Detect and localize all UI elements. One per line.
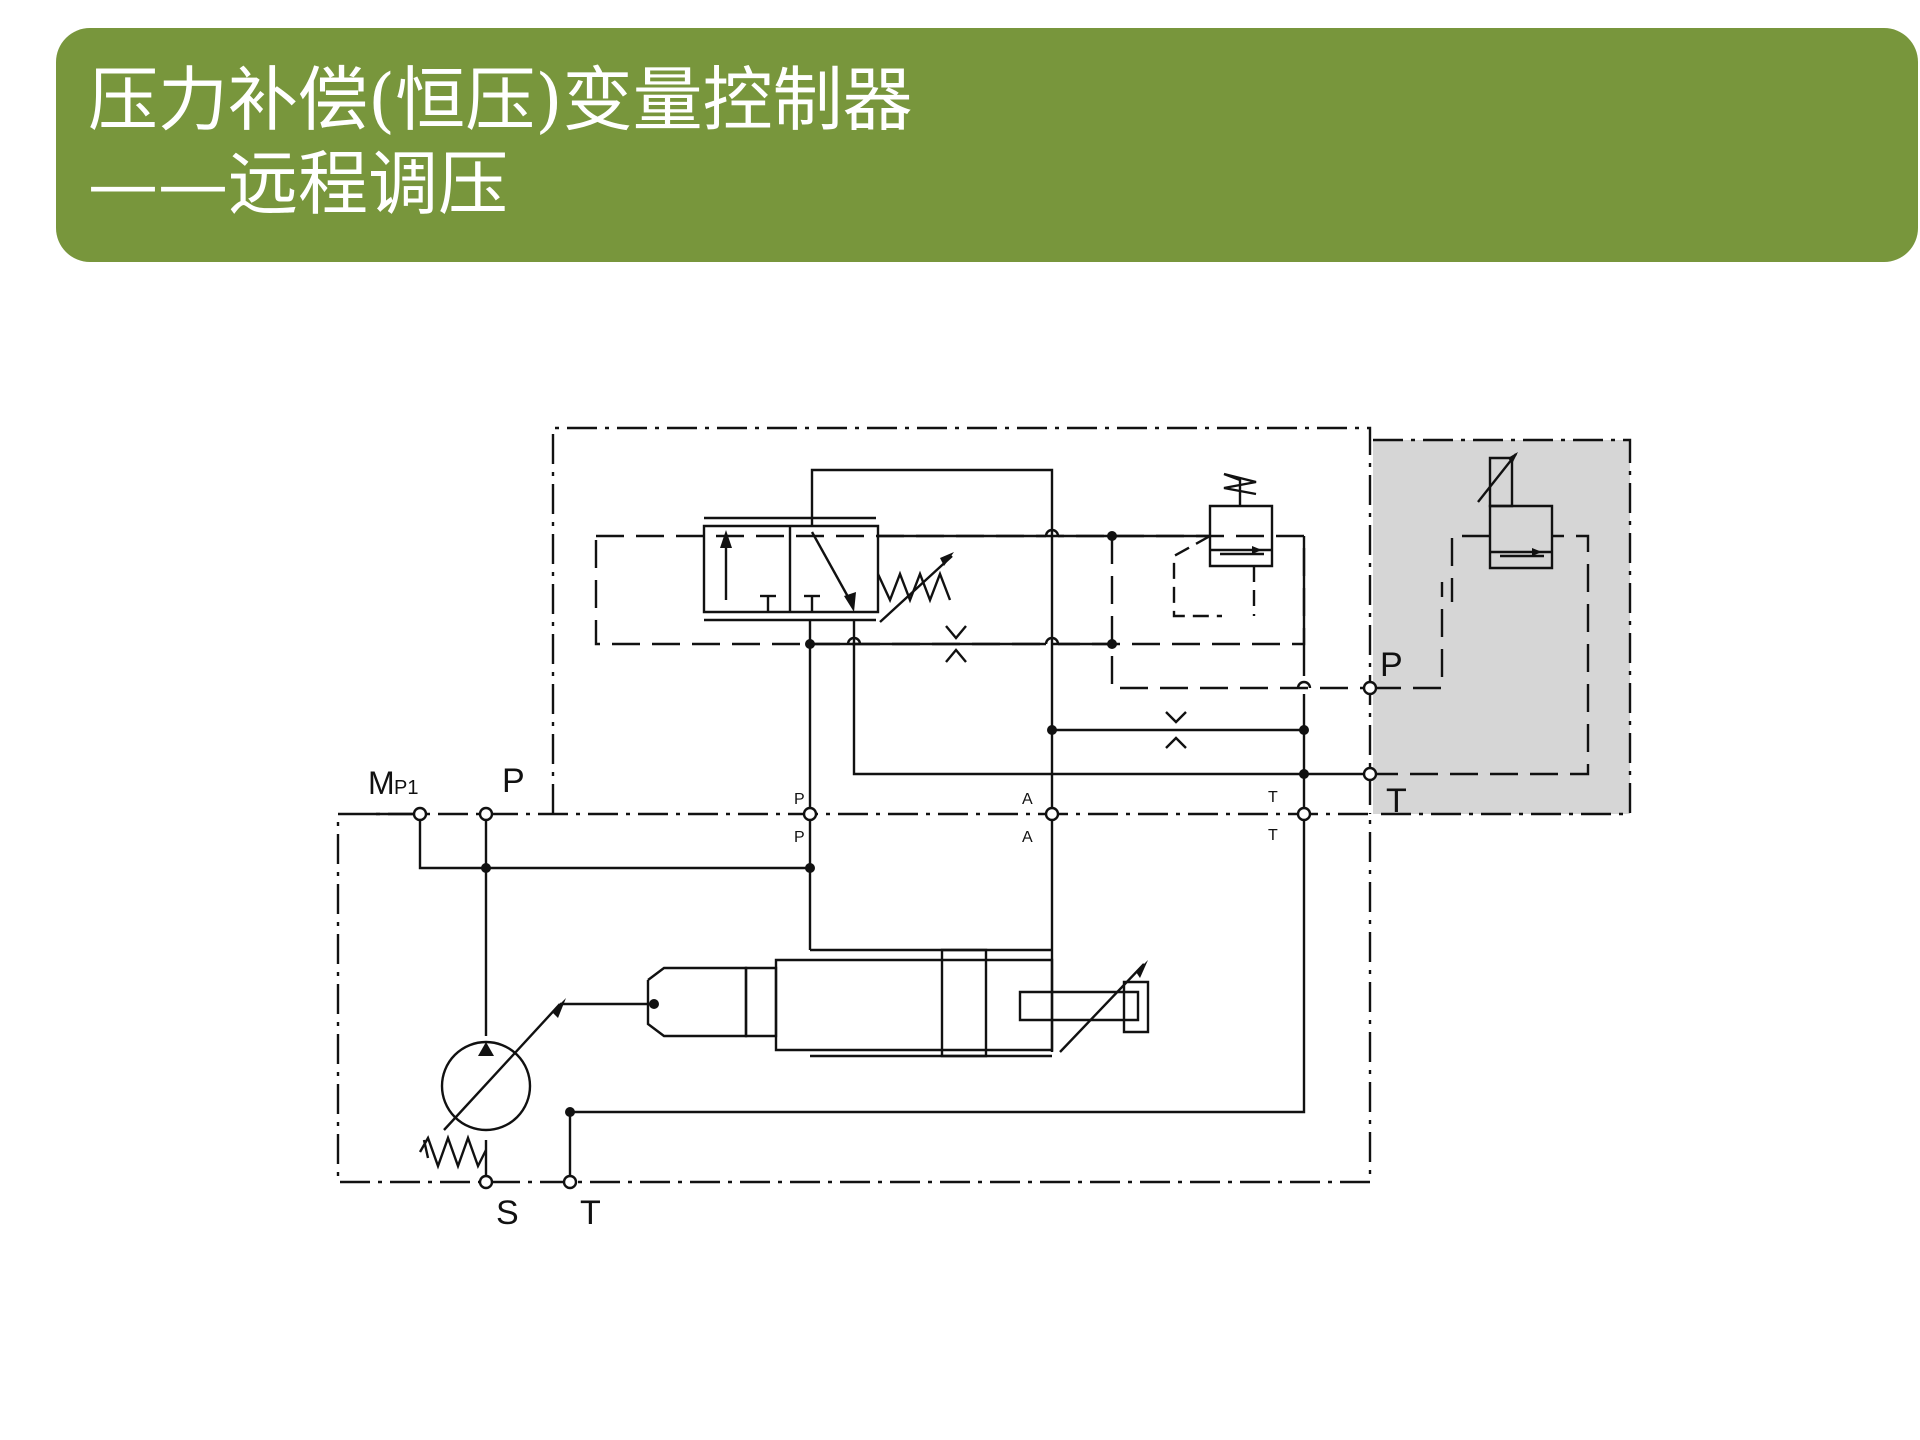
control-block-lines (810, 470, 1370, 814)
orifice-upper (946, 626, 966, 662)
remote-drain-dashed (1373, 582, 1442, 688)
junctions-lower (481, 863, 815, 873)
title-banner: 压力补偿(恒压)变量控制器 ——远程调压 (56, 28, 1918, 262)
port-labels: M P1 P S T P T P P A A T T (368, 646, 1407, 1232)
pilot-relief-valve (1112, 474, 1272, 616)
pilot-dashed-box (596, 536, 1304, 644)
remote-valve-box-outline (1373, 440, 1630, 814)
pump-lines (368, 814, 1304, 1182)
remote-tank-dashed (1370, 536, 1588, 774)
label-p-inner-bottom: P (794, 829, 805, 846)
label-mp1-sub: P1 (394, 777, 418, 799)
servo-cylinder (648, 950, 1148, 1056)
pump-symbol (420, 998, 650, 1166)
remote-relief-valve (1478, 452, 1552, 568)
pump-housing-outline (338, 814, 1370, 1182)
port-circles (414, 682, 1376, 1188)
label-p-main: P (502, 762, 525, 800)
compensator-valve (704, 518, 954, 622)
title-line-2: ——远程调压 (88, 143, 508, 225)
junctions-upper (805, 531, 1309, 779)
label-t-remote: T (1386, 782, 1407, 820)
label-a-inner-top: A (1022, 791, 1033, 808)
label-a-inner-bottom: A (1022, 829, 1033, 846)
remote-valve-box (1373, 440, 1630, 814)
title-line-1: 压力补偿(恒压)变量控制器 (88, 59, 913, 141)
label-s: S (496, 1194, 519, 1232)
label-mp1: M (368, 765, 395, 801)
label-t-inner-bottom: T (1268, 827, 1278, 844)
label-t-inner-top: T (1268, 789, 1278, 806)
pilot-drain-dashed (1112, 536, 1370, 688)
orifice-middle (1166, 712, 1186, 748)
label-t-main: T (580, 1194, 601, 1232)
remote-inlet-dashed (1452, 536, 1490, 602)
control-block-outline (553, 428, 1370, 814)
label-p-inner-top: P (794, 791, 805, 808)
label-p-remote: P (1380, 646, 1403, 684)
